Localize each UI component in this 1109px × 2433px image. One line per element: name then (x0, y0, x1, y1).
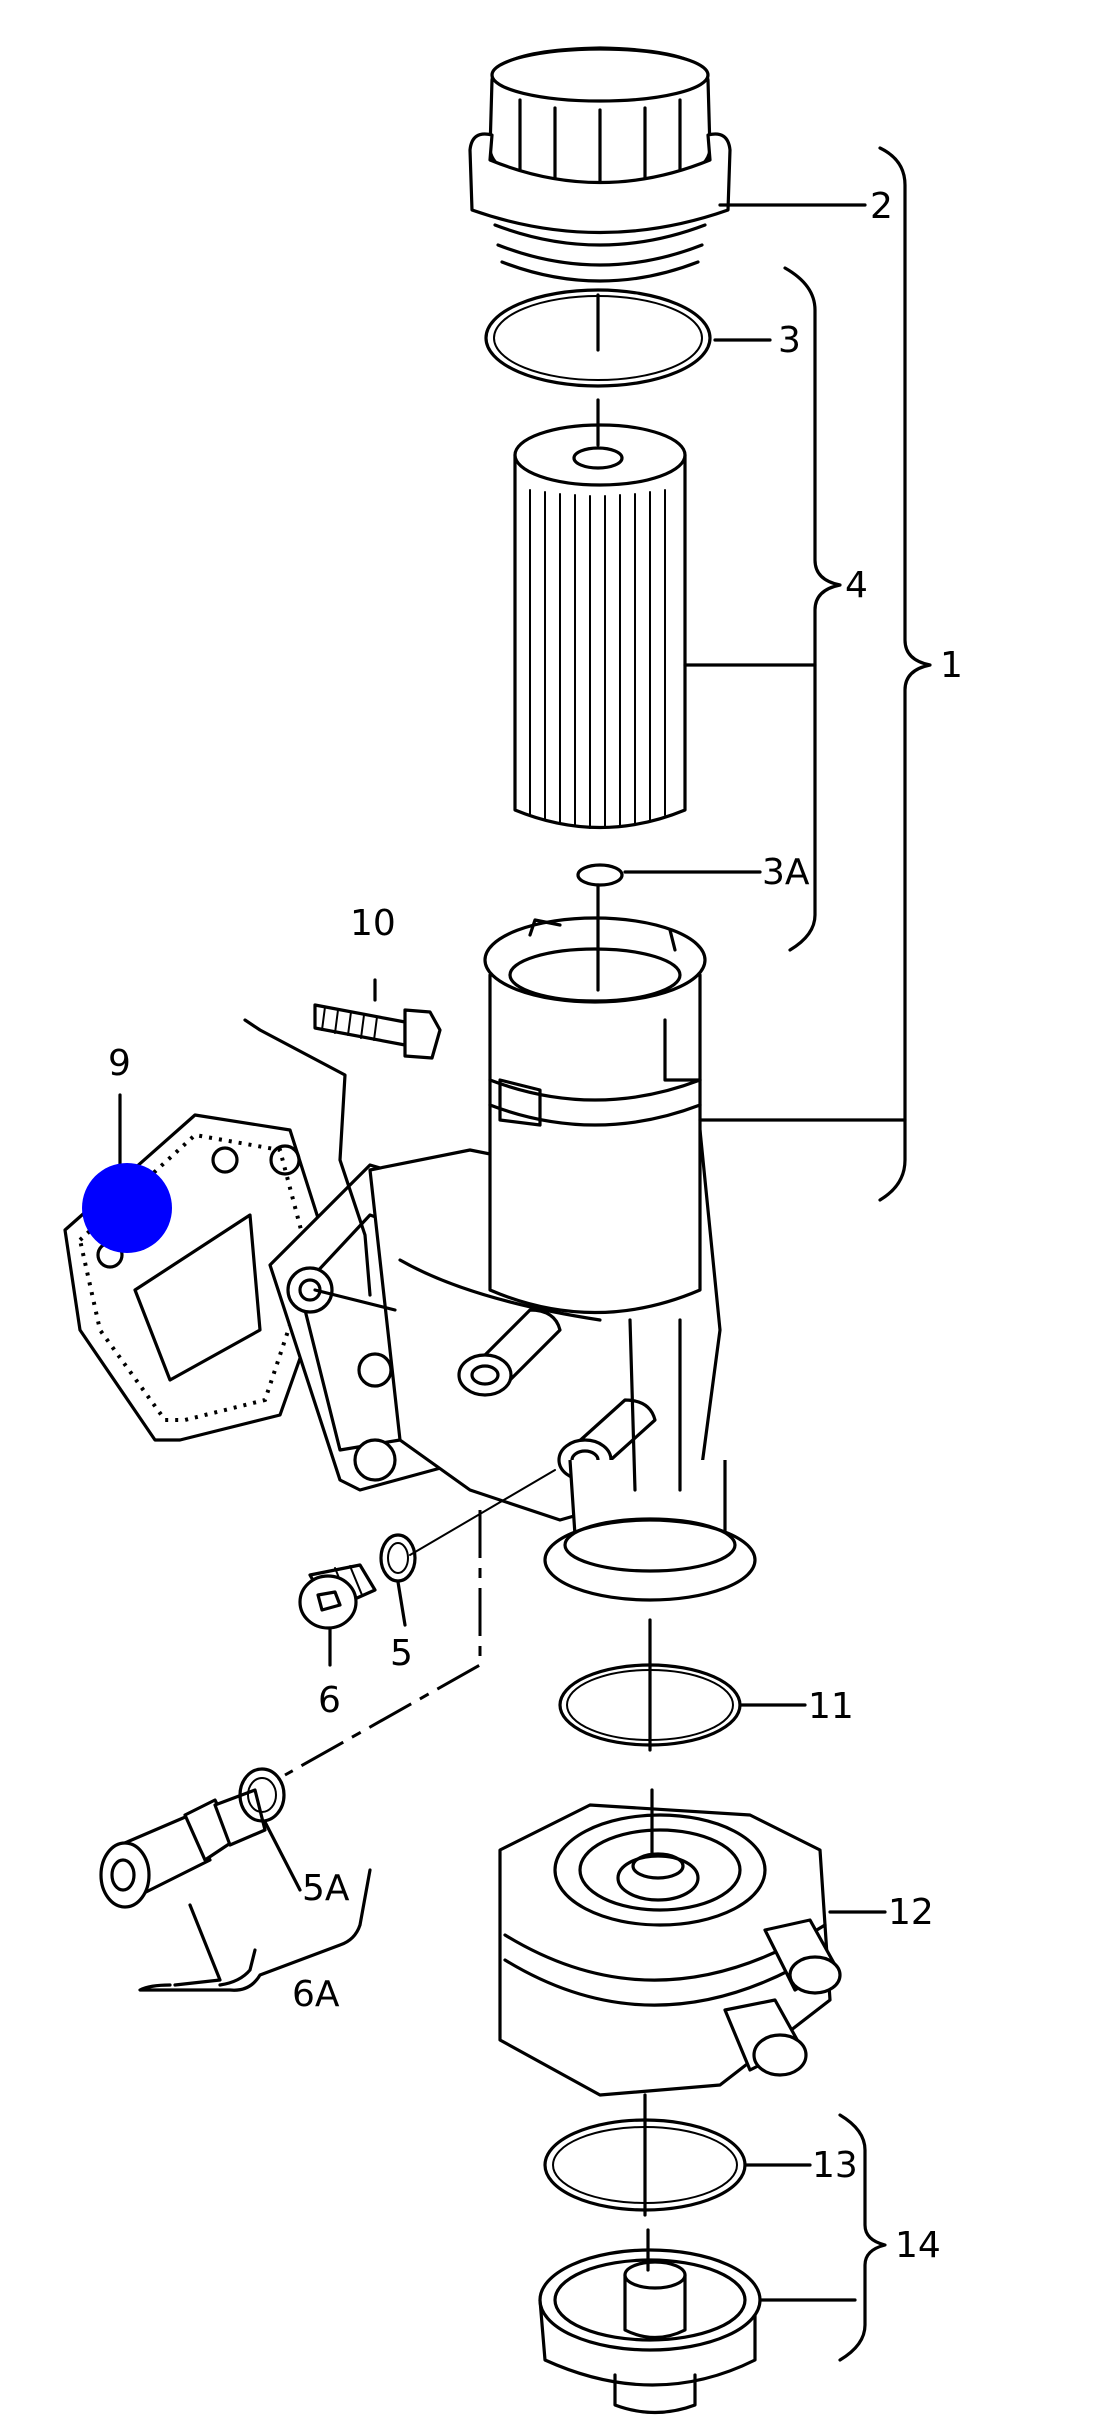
callout-6: 6 (318, 1680, 341, 1721)
filter-element (513, 423, 687, 830)
seal-ring-5 (379, 1533, 417, 1583)
leader-lines (118, 203, 907, 2302)
seal-small (576, 863, 624, 887)
connector-fitting (99, 1788, 267, 1909)
callout-11: 11 (808, 1686, 854, 1727)
callout-9: 9 (108, 1043, 131, 1084)
callout-13: 13 (812, 2145, 858, 2186)
group-brackets (138, 146, 932, 2362)
filter-cap (468, 46, 732, 283)
callout-4: 4 (845, 565, 868, 606)
callout-1: 1 (940, 645, 963, 686)
callout-6a: 6A (292, 1974, 340, 2015)
callout-3: 3 (778, 320, 801, 361)
blue-marker-dot (82, 1163, 172, 1253)
callout-2: 2 (870, 186, 893, 227)
callout-10: 10 (350, 903, 396, 944)
adapter-flange (538, 2248, 762, 2415)
callout-12: 12 (888, 1892, 934, 1933)
seal-ring-5a (238, 1767, 286, 1823)
plug-screw (298, 1563, 377, 1630)
callout-14: 14 (895, 2225, 941, 2266)
assembly-lines (243, 293, 654, 2272)
bolt (313, 1003, 442, 1060)
callout-5a: 5A (302, 1868, 350, 1909)
callout-3a: 3A (762, 852, 810, 893)
oil-cooler (498, 1803, 842, 2097)
callout-5: 5 (390, 1633, 413, 1674)
callout-labels: 2 3 4 1 3A 10 9 5 6 11 5A 12 6A 13 14 (108, 186, 963, 2266)
